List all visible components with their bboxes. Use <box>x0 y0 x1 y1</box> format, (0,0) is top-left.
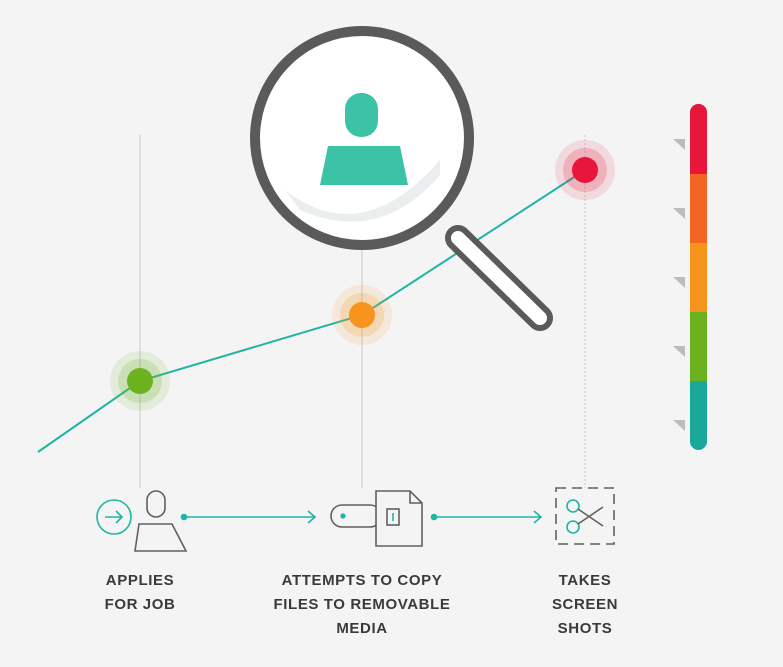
step-label-screenshots: TAKES SCREEN SHOTS <box>551 572 619 637</box>
risk-point-low <box>110 351 170 411</box>
scale-tick-marks <box>673 139 685 431</box>
usb-drive-document-icon <box>330 490 423 547</box>
risk-scale <box>673 104 707 450</box>
arrow-circle-person-icon <box>96 490 188 552</box>
step-label-copy-files: ATTEMPTS TO COPY FILES TO REMOVABLE MEDI… <box>273 572 451 637</box>
connector-arrow-1 <box>180 510 317 524</box>
scissors-screenshot-icon <box>555 487 615 545</box>
step-label-applies-for-job: APPLIES FOR JOB <box>104 572 176 613</box>
person-avatar-icon <box>320 93 408 185</box>
guide-lines <box>139 135 586 488</box>
risk-point-medium <box>332 285 392 345</box>
connector-arrow-2 <box>430 510 543 524</box>
risk-point-high <box>555 140 615 200</box>
magnifier-icon <box>250 26 553 331</box>
